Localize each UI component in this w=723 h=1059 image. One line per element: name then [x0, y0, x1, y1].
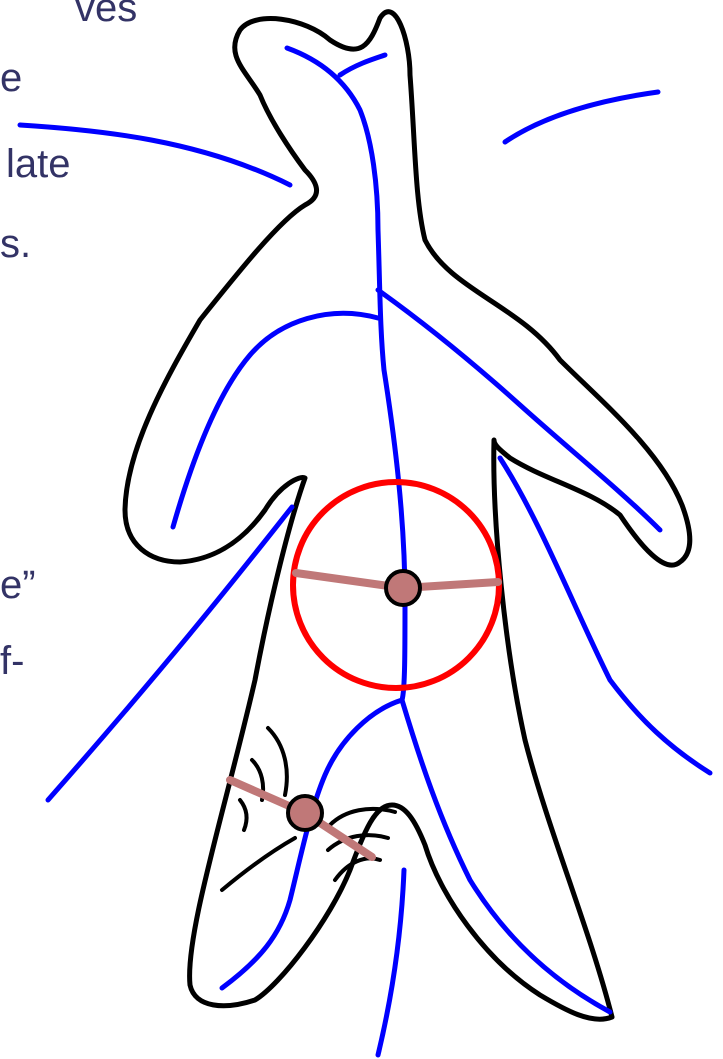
shape-outline [125, 12, 690, 1020]
medial-axis-point-lower [288, 796, 322, 830]
medial-axis-point-upper [386, 571, 420, 605]
medial-axis [20, 48, 710, 1055]
